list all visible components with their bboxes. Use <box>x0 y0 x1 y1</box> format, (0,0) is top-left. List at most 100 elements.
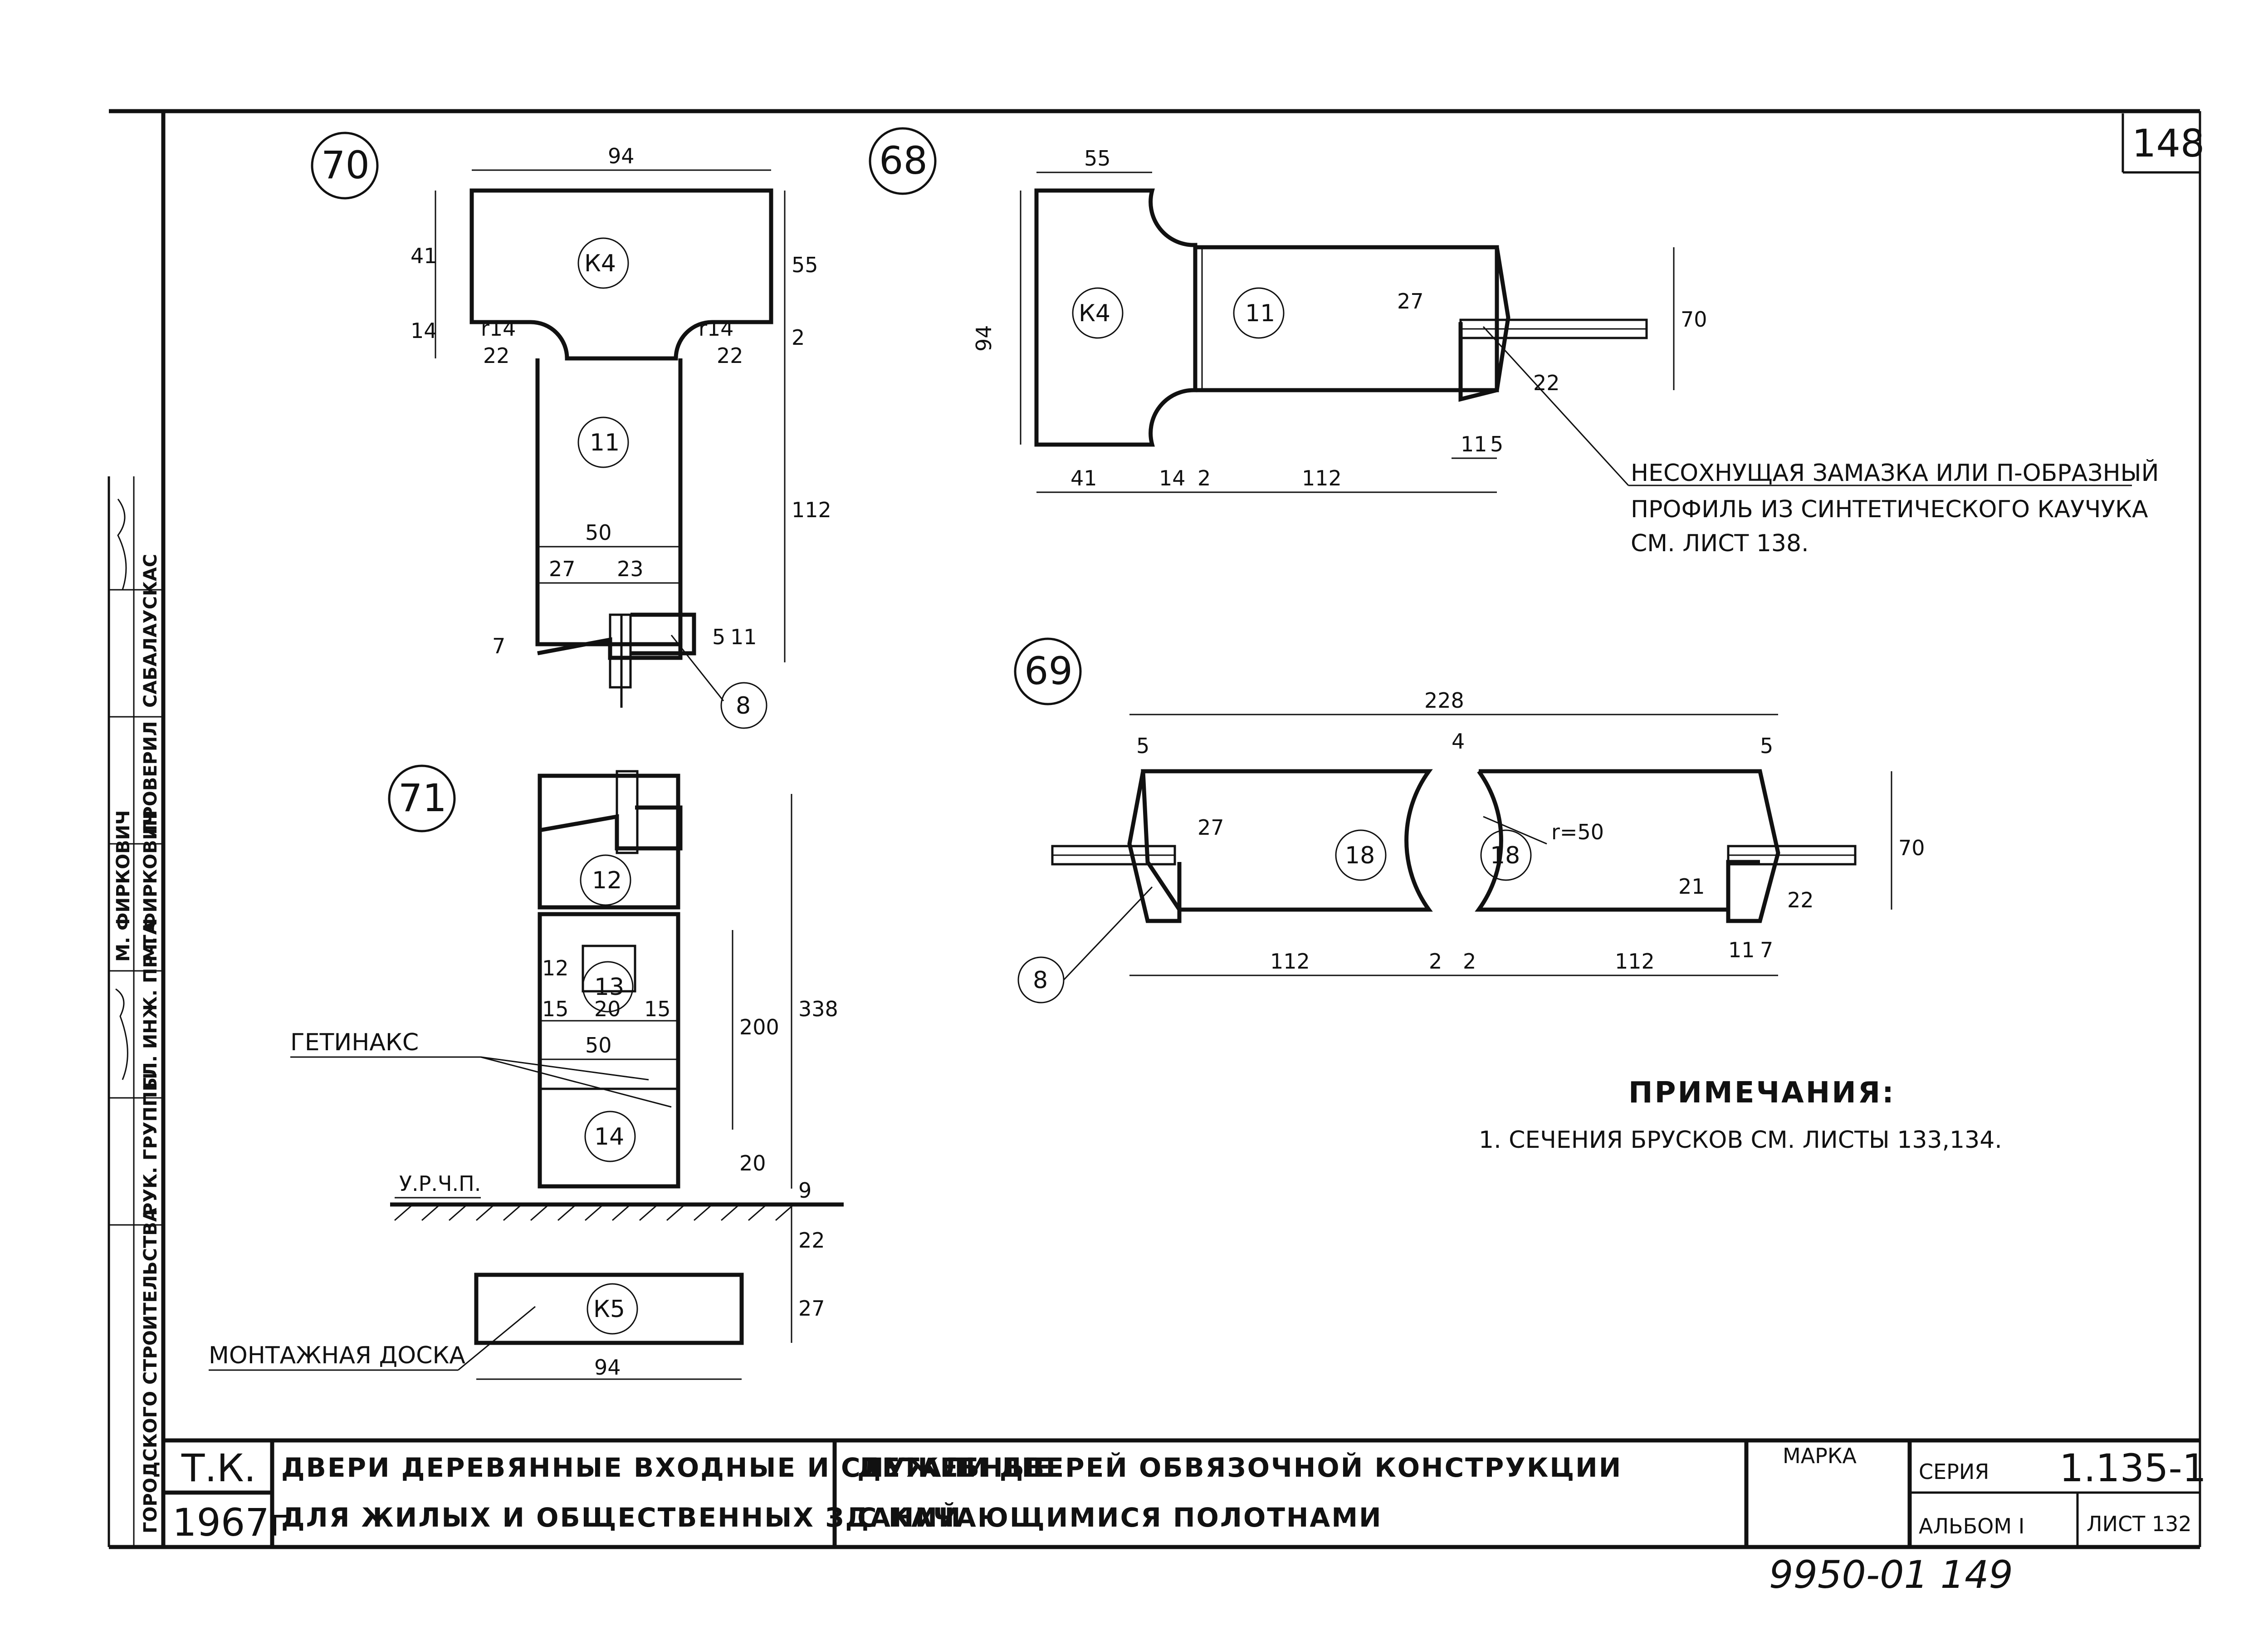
detail-71-dim-22: 22 <box>798 1228 825 1253</box>
detail-69-dim-4: 4 <box>1452 729 1465 754</box>
detail-70-part-11: 11 <box>590 429 620 456</box>
detail-71-dim-9: 9 <box>798 1178 811 1203</box>
detail-70-dim-5: 5 <box>712 625 725 649</box>
detail-71-dim-15-left: 15 <box>542 997 569 1021</box>
detail-69-dim-2-right: 2 <box>1463 949 1476 974</box>
detail-70-dim-94: 94 <box>608 144 635 168</box>
detail-69-dim-112-right: 112 <box>1615 949 1655 974</box>
detail-68-part-k4: К4 <box>1079 300 1110 327</box>
detail-71-part-14: 14 <box>594 1123 624 1151</box>
detail-71-part-k5: К5 <box>593 1296 625 1323</box>
detail-70-part-k4: К4 <box>584 250 616 277</box>
detail-69-marker: 69 <box>1024 649 1073 693</box>
detail-69-part-18-right: 18 <box>1490 842 1520 869</box>
detail-70-part-8: 8 <box>736 692 751 720</box>
detail-70-dim-14: 14 <box>411 318 437 343</box>
detail-69-dim-r50: r=50 <box>1551 820 1604 844</box>
detail-68-dim-14: 14 <box>1159 466 1186 490</box>
detail-68-marker: 68 <box>879 138 928 183</box>
detail-69-dim-7: 7 <box>1760 938 1773 962</box>
detail-71-label-getinaks: ГЕТИНАКС <box>290 1029 419 1056</box>
title-marka-label: МАРКА <box>1783 1444 1857 1468</box>
detail-71-label-board: МОНТАЖНАЯ ДОСКА <box>209 1342 465 1369</box>
detail-69-dim-228: 228 <box>1424 688 1464 713</box>
detail-68-dim-70: 70 <box>1681 307 1707 332</box>
detail-71: 71 12 13 14 У.Р.Ч.П. К5 94 МОНТАЖНАЯ ДОС… <box>209 764 844 1380</box>
detail-69-part-8: 8 <box>1033 967 1048 994</box>
detail-68-dim-22: 22 <box>1533 371 1560 395</box>
notes-item-1: 1. СЕЧЕНИЯ БРУСКОВ СМ. ЛИСТЫ 133,134. <box>1479 1126 2002 1154</box>
detail-71-dim-27: 27 <box>798 1296 825 1321</box>
detail-68-dim-11: 11 <box>1461 432 1487 456</box>
detail-68-dim-55: 55 <box>1084 146 1111 171</box>
title-sheet-title-line-2: С КАЧАЮЩИМИСЯ ПОЛОТНАМИ <box>857 1502 1383 1533</box>
detail-68-note-2: ПРОФИЛЬ ИЗ СИНТЕТИЧЕСКОГО КАУЧУКА <box>1631 496 2148 523</box>
detail-70-dim-50: 50 <box>585 520 612 545</box>
detail-71-dim-20: 20 <box>594 997 621 1021</box>
detail-70-dim-r14-right: r14 <box>699 316 733 341</box>
detail-70-dim-23: 23 <box>617 557 644 581</box>
notes: ПРИМЕЧАНИЯ: 1. СЕЧЕНИЯ БРУСКОВ СМ. ЛИСТЫ… <box>1479 1076 2002 1154</box>
detail-68-dim-94: 94 <box>972 325 996 352</box>
detail-71-part-12: 12 <box>592 867 622 894</box>
detail-71-dim-12: 12 <box>542 956 569 980</box>
detail-71-dim-50: 50 <box>585 1033 612 1058</box>
detail-71-dim-94: 94 <box>594 1355 621 1380</box>
detail-71-label-floor: У.Р.Ч.П. <box>399 1171 481 1196</box>
side-stamp-name-2: М. ФИРКОВИЧ <box>113 810 134 962</box>
detail-70-dim-22-right: 22 <box>717 343 743 368</box>
title-block: Т.К. 1967г ДВЕРИ ДЕРЕВЯННЫЕ ВХОДНЫЕ И СЛ… <box>163 1438 2206 1547</box>
detail-69-dim-27: 27 <box>1198 815 1224 840</box>
title-series-value: 1.135-1 <box>2059 1446 2206 1490</box>
detail-68-part-11: 11 <box>1245 300 1275 327</box>
detail-68-dim-41: 41 <box>1070 466 1097 490</box>
title-subject-line-2: ДЛЯ ЖИЛЫХ И ОБЩЕСТВЕННЫХ ЗДАНИЙ <box>281 1502 962 1533</box>
detail-68-note-3: СМ. ЛИСТ 138. <box>1631 530 1809 557</box>
notes-heading: ПРИМЕЧАНИЯ: <box>1628 1076 1896 1110</box>
title-org-code: Т.К. <box>181 1446 256 1490</box>
detail-70-dim-11: 11 <box>730 625 757 649</box>
detail-69-dim-5-left: 5 <box>1136 734 1149 758</box>
detail-71-dim-338: 338 <box>798 997 838 1021</box>
detail-70-dim-55: 55 <box>792 253 818 277</box>
side-stamp-role-3: ПРОВЕРИЛ <box>140 721 161 835</box>
detail-71-dim-20-bottom: 20 <box>739 1151 766 1175</box>
detail-71-part-13: 13 <box>594 974 624 1001</box>
title-sheet-title-line-1: ДЕТАЛИ ДВЕРЕЙ ОБВЯЗОЧНОЙ КОНСТРУКЦИИ <box>857 1452 1622 1483</box>
detail-70-marker: 70 <box>321 143 370 187</box>
sheet-number: 148 <box>2132 121 2204 166</box>
detail-69-dim-112-left: 112 <box>1270 949 1310 974</box>
detail-70-dim-r14-left: r14 <box>481 316 516 341</box>
signature-scribble-2 <box>115 988 128 1080</box>
detail-68-dim-112: 112 <box>1302 466 1342 490</box>
title-sheet-label: ЛИСТ 132 <box>2087 1512 2192 1536</box>
title-series-label: СЕРИЯ <box>1919 1459 1989 1484</box>
sheet-frame <box>109 109 2201 1549</box>
detail-69-part-18-left: 18 <box>1345 842 1375 869</box>
title-subject-line-1: ДВЕРИ ДЕРЕВЯННЫЕ ВХОДНЫЕ И СЛУЖЕБНЫЕ <box>281 1452 1052 1483</box>
detail-70: 70 К4 11 8 94 41 14 r14 r14 22 22 55 2 1… <box>311 132 831 729</box>
detail-71-marker: 71 <box>398 776 447 820</box>
detail-70-dim-7: 7 <box>492 634 505 658</box>
detail-68-dim-5: 5 <box>1490 432 1503 456</box>
signature-scribble <box>117 499 127 590</box>
detail-68: 68 К4 11 55 94 27 22 70 11 5 41 14 2 112… <box>869 127 2159 557</box>
side-stamp-role-2: ГЛ. ИНЖ. ПР-ТА <box>140 920 161 1089</box>
detail-69-dim-11: 11 <box>1728 938 1755 962</box>
detail-71-dim-200: 200 <box>739 1015 779 1039</box>
detail-70-dim-27: 27 <box>549 557 576 581</box>
detail-69-dim-22: 22 <box>1787 888 1814 912</box>
detail-70-dim-112: 112 <box>792 498 831 522</box>
detail-69-dim-2-left: 2 <box>1429 949 1442 974</box>
side-stamp-role-1: РУК. ГРУППЫ <box>140 1072 161 1216</box>
side-stamp: ГОРОДСКОГО СТРОИТЕЛЬСТВА РУК. ГРУППЫ ГЛ.… <box>108 476 163 1547</box>
detail-70-dim-2: 2 <box>792 325 805 350</box>
detail-71-dim-15-right: 15 <box>644 997 671 1021</box>
detail-69-dim-21: 21 <box>1678 874 1705 899</box>
detail-68-note-1: НЕСОХНУЩАЯ ЗАМАЗКА ИЛИ П-ОБРАЗНЫЙ <box>1631 459 2159 487</box>
title-album: АЛЬБОМ I <box>1919 1514 2024 1538</box>
detail-70-dim-41: 41 <box>411 244 437 268</box>
side-stamp-name-3: САБАЛАУСКАС <box>140 554 161 708</box>
inventory-number: 9950-01 149 <box>1769 1552 2013 1597</box>
